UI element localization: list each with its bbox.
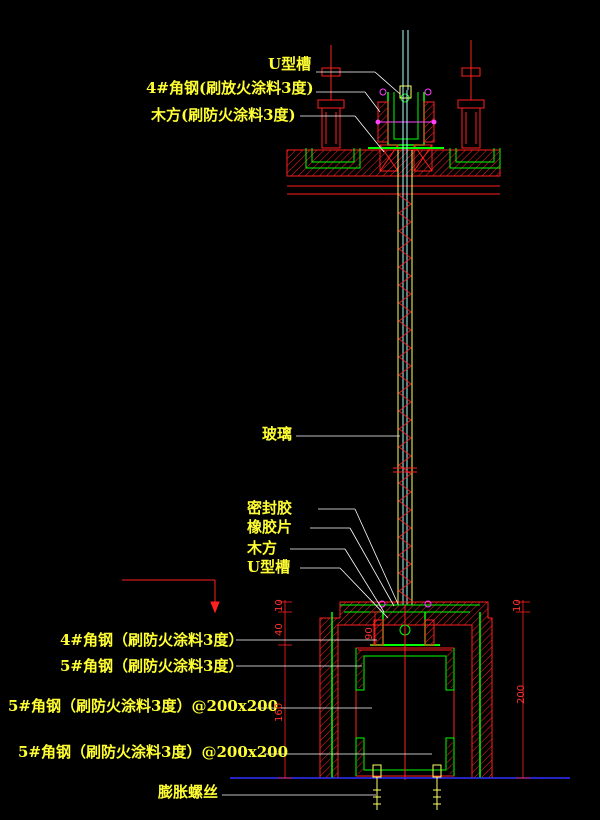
expansion-bolt-left bbox=[372, 764, 382, 810]
dim-200: 200 bbox=[516, 684, 527, 704]
ceiling-slab bbox=[286, 149, 501, 195]
label-u-channel-bottom: U型槽 bbox=[247, 558, 291, 576]
expansion-bolt-right bbox=[432, 764, 442, 810]
label-sealant: 密封胶 bbox=[247, 499, 293, 517]
label-rubber: 橡胶片 bbox=[247, 518, 293, 536]
section-arrow bbox=[122, 579, 220, 614]
label-u-channel-top: U型槽 bbox=[268, 55, 312, 73]
glass-panel bbox=[393, 90, 417, 605]
label-bolt: 膨胀螺丝 bbox=[158, 783, 219, 801]
dim-90: 90 bbox=[364, 627, 375, 640]
label-glass: 玻璃 bbox=[262, 425, 293, 443]
dim-40: 40 bbox=[274, 623, 285, 636]
label-angle5-c: 5#角钢（刷防火涂料3度）@200x200 bbox=[18, 743, 289, 761]
label-angle4-top: 4#角钢(刷放火涂料3度) bbox=[146, 79, 314, 97]
dimension-lines bbox=[278, 600, 530, 779]
dim-10-left: 10 bbox=[274, 599, 285, 612]
right-top-hanger bbox=[457, 40, 485, 149]
label-wood-bottom: 木方 bbox=[247, 539, 278, 557]
floor-assembly bbox=[230, 600, 570, 810]
right-top-u-channel bbox=[449, 148, 501, 169]
left-top-hanger bbox=[317, 45, 345, 149]
label-angle5-a: 5#角钢（刷防火涂料3度） bbox=[60, 657, 244, 675]
top-glass-assembly bbox=[368, 30, 444, 172]
leader-lines bbox=[222, 71, 432, 796]
left-top-u-channel bbox=[305, 148, 361, 169]
label-wood-top: 木方(刷防火涂料3度) bbox=[151, 106, 296, 124]
label-angle4-bottom: 4#角钢（刷防火涂料3度） bbox=[60, 631, 244, 649]
label-angle5-b: 5#角钢（刷防火涂料3度）@200x200 bbox=[8, 697, 279, 715]
dim-10-right: 10 bbox=[512, 599, 523, 612]
dim-160: 160 bbox=[274, 702, 285, 722]
